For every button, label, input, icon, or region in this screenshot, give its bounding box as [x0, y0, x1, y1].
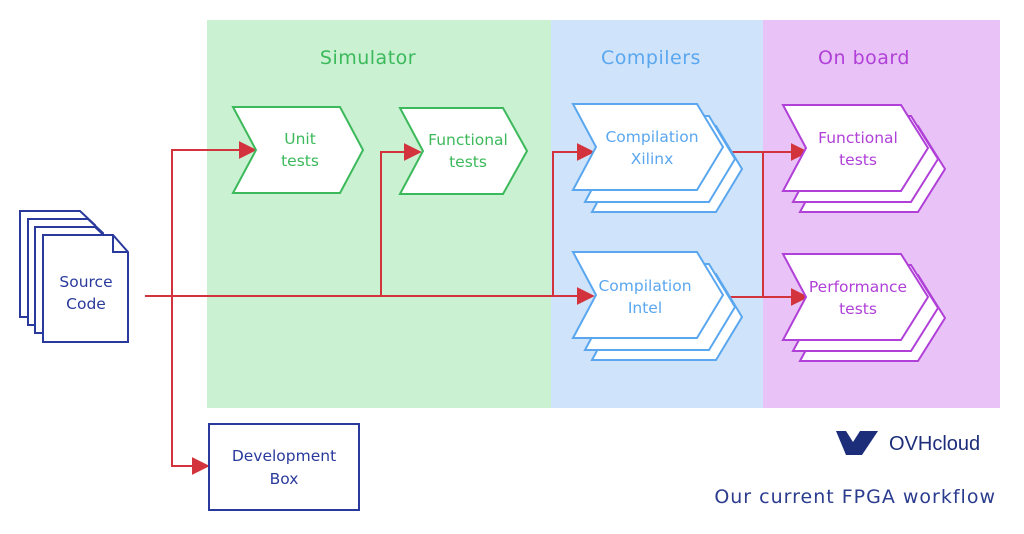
unit-tests-label-1: Unit [284, 130, 316, 148]
ovhcloud-logo-mark-icon [836, 431, 878, 455]
ovhcloud-logo-text: OVHcloud [889, 433, 980, 455]
functional-tests-sim-label-1: Functional [428, 131, 508, 149]
compilation-intel-node: Compilation Intel [571, 251, 744, 361]
arrow-bus-up-to-xilinx [552, 143, 595, 296]
compilation-xilinx-label-1: Compilation [605, 128, 698, 146]
unit-tests-label-2: tests [281, 152, 319, 170]
source-code-label-2: Code [66, 295, 106, 313]
functional-tests-sim-label-2: tests [449, 153, 487, 171]
lane-simulator-bg [207, 20, 551, 408]
lane-title-onboard: On board [818, 47, 910, 69]
functional-tests-board-label-2: tests [839, 151, 877, 169]
development-box-label-2: Box [270, 470, 299, 488]
development-box-node: Development Box [208, 423, 360, 511]
source-code-label-1: Source [59, 273, 112, 291]
performance-tests-node: Performance tests [781, 253, 947, 362]
ovhcloud-logo: OVHcloud [836, 431, 980, 455]
lane-title-simulator: Simulator [320, 47, 416, 69]
arrow-source-to-unit-tests [171, 141, 257, 296]
compilation-intel-label-2: Intel [628, 299, 662, 317]
functional-tests-board-label-1: Functional [818, 129, 898, 147]
source-code-node: Source Code [19, 210, 129, 343]
compilation-intel-label-1: Compilation [598, 277, 691, 295]
development-box-label-1: Development [232, 447, 336, 465]
compilation-xilinx-label-2: Xilinx [631, 150, 674, 168]
compilation-xilinx-node: Compilation Xilinx [571, 103, 744, 213]
performance-tests-label-1: Performance [809, 278, 907, 296]
arrow-to-development-box [171, 296, 210, 475]
connectors [145, 141, 809, 475]
arrow-to-functional-tests-sim [380, 143, 422, 296]
diagram-caption: Our current FPGA workflow [714, 486, 996, 508]
performance-tests-label-2: tests [839, 300, 877, 318]
functional-tests-board-node: Functional tests [781, 104, 947, 213]
unit-tests-node: Unit tests [231, 106, 365, 194]
functional-tests-sim-node: Functional tests [398, 107, 529, 195]
lane-title-compilers: Compilers [601, 47, 701, 69]
